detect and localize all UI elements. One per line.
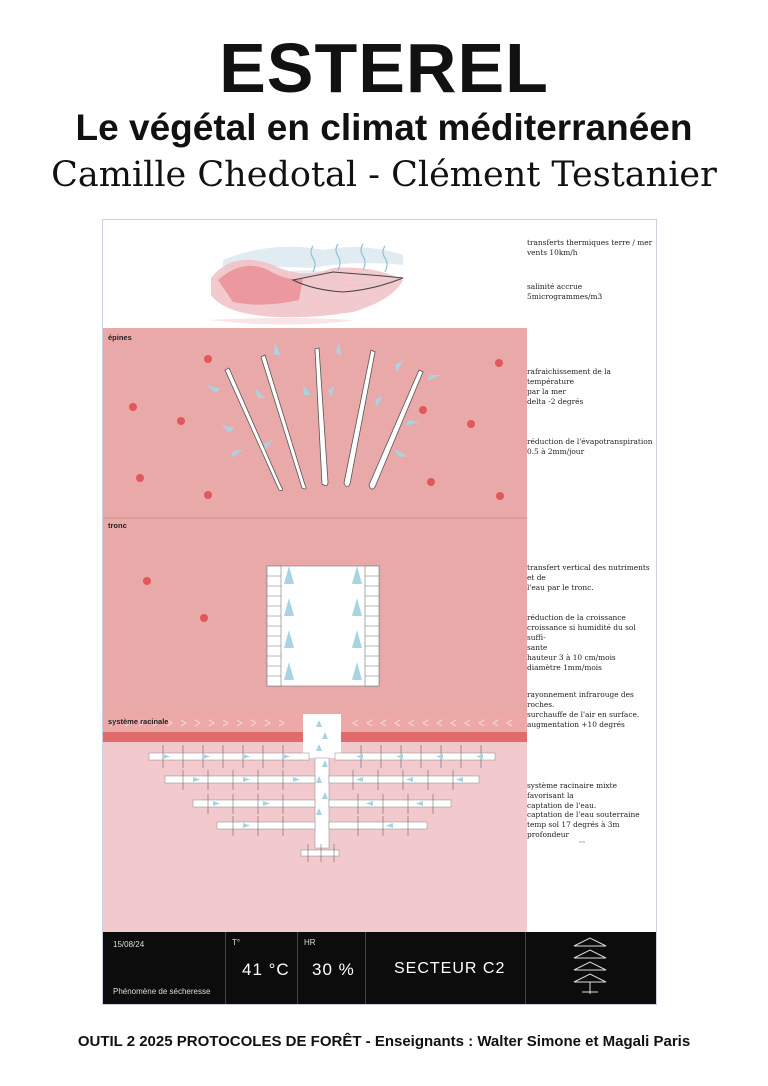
stat-date: 15/08/24 — [113, 940, 145, 949]
note-7: rayonnement infrarouge des roches.surcha… — [527, 690, 640, 729]
diagram-panel: épines tronc système racinale transferts… — [102, 219, 657, 1005]
section-racinal-label: système racinale — [108, 717, 169, 726]
stat-phenomenon: Phénomène de sécheresse — [113, 987, 211, 996]
footer: OUTIL 2 2025 PROTOCOLES DE FORÊT - Ensei… — [77, 1033, 691, 1050]
sector-cell: SECTEUR C2 — [365, 932, 526, 1004]
hr-cell: HR 30 % — [297, 932, 366, 1004]
authors: Camille Chedotal - Clément Testanier — [51, 155, 717, 195]
heat-dots — [129, 355, 504, 622]
section-epines-label: épines — [108, 333, 132, 342]
epines-zone — [103, 328, 527, 518]
page-title: ESTEREL — [219, 29, 549, 107]
wind-arrows — [207, 342, 441, 458]
stats-bar: 15/08/24 Phénomène de sécheresse T° 41 °… — [103, 932, 656, 1004]
temp-label: T° — [232, 938, 241, 947]
sector-value: SECTEUR C2 — [394, 960, 506, 977]
temp-value: 41 °C — [242, 960, 290, 979]
tree-symbol-icon — [573, 937, 607, 994]
trunk — [266, 565, 380, 687]
section-tronc-label: tronc — [108, 521, 127, 530]
symbol-cell — [525, 932, 656, 1004]
page-subtitle: Le végétal en climat méditerranéen — [75, 107, 693, 148]
spines — [224, 347, 424, 491]
heat-chevrons — [110, 719, 513, 727]
root-system — [148, 714, 496, 862]
hr-label: HR — [304, 938, 316, 947]
diagram-svg — [103, 243, 585, 932]
temp-cell: T° 41 °C — [225, 932, 298, 1004]
hr-value: 30 % — [312, 960, 355, 979]
landscape-illustration — [208, 243, 404, 325]
